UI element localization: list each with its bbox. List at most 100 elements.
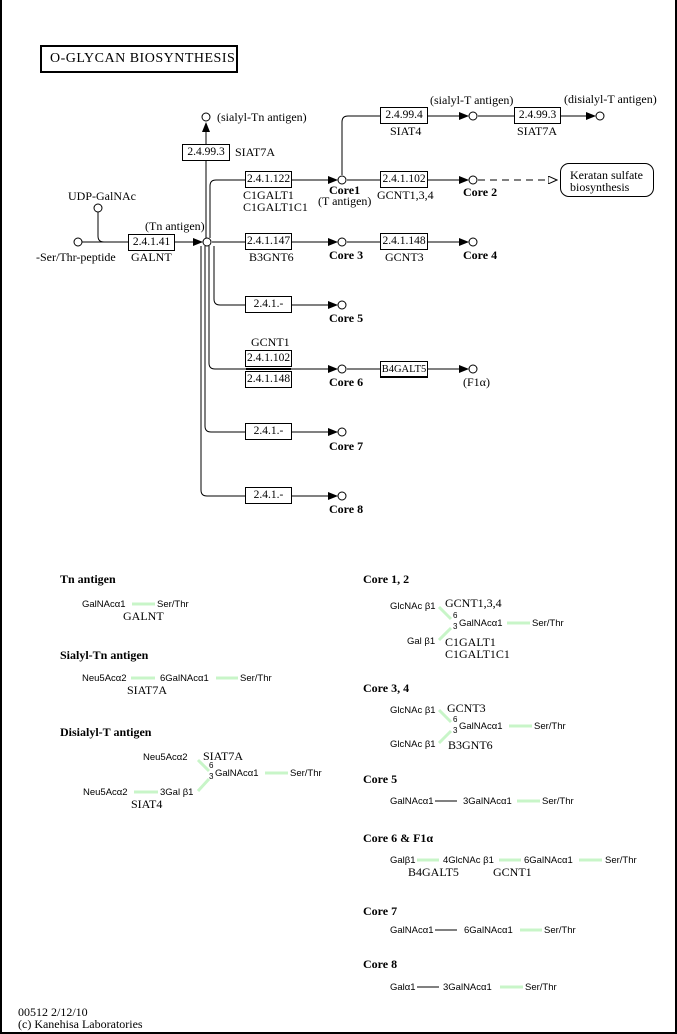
label-disialyl-t: (disialyl-T antigen) [564,92,657,106]
structure-gene-c1galt1c1: C1GALT1C1 [445,647,510,661]
map-title: O-GLYCAN BIOSYNTHESIS [40,45,238,73]
label-peptide: -Ser/Thr-peptide [36,250,116,264]
structure-gene-galnt: GALNT [123,609,164,623]
footer-map-id: 00512 2/12/10 [18,1005,88,1019]
edge-udpgalnac [97,212,105,243]
structure-gene-c1galt1: C1GALT1 [445,635,496,649]
label-core5: Core 5 [329,311,364,325]
enzyme-core6-gcnt3[interactable]: 2.4.1.148 [245,371,292,388]
label-core2: Core 2 [463,185,498,199]
enzyme-siat7a-t[interactable]: 2.4.99.3 [514,107,561,124]
heading-core7: Core 7 [363,904,398,918]
residue: Ser/Thr [544,925,576,936]
enzyme-core8[interactable]: 2.4.1.- [245,487,292,504]
compound-core3[interactable] [337,237,347,247]
compound-core5[interactable] [337,300,347,310]
heading-core12: Core 1, 2 [363,572,410,586]
enzyme-core5[interactable]: 2.4.1.- [245,296,292,313]
edge-core1-siat4 [341,115,381,175]
structure-gene-gcnt3: GCNT3 [447,701,486,715]
compound-core8[interactable] [337,491,347,501]
gene-b3gnt6: B3GNT6 [249,250,294,264]
enzyme-c1galt[interactable]: 2.4.1.122 [245,171,292,188]
heading-core5: Core 5 [363,772,398,786]
enzyme-gcnt134[interactable]: 2.4.1.102 [380,171,428,188]
residue: Galβ1 [390,855,416,866]
label-tn-antigen: (Tn antigen) [145,219,205,233]
residue: Neu5Acα2 [143,752,188,763]
gene-siat7a-tn: SIAT7A [235,145,276,159]
compound-core6[interactable] [337,364,347,374]
residue: 4GlcNAc β1 [443,855,494,866]
residue: GlcNAc β1 [390,601,436,612]
linkage-lines [131,602,602,989]
compound-core7[interactable] [337,427,347,437]
edge-tn-core7 [204,246,246,433]
enzyme-core6-gcnt1[interactable]: 2.4.1.102 [245,350,292,367]
enzyme-b3gnt6[interactable]: 2.4.1.147 [245,233,292,250]
residue: GalNAcα1 [390,925,434,936]
label-f1a: (F1α) [463,375,490,389]
residue: 3GalNAcα1 [463,796,512,807]
label-core6: Core 6 [329,375,364,389]
structure-gene-b4galt5: B4GALT5 [408,865,459,879]
residue: 6GalNAcα1 [160,673,209,684]
residue: GalNAcα1 [390,796,434,807]
residue: Ser/Thr [157,599,189,610]
gene-c1galt1c1: C1GALT1C1 [243,200,308,214]
plain-linkage-lines [417,800,457,988]
map-link-keratan-sulfate[interactable]: Keratan sulfate biosynthesis [560,163,654,197]
compound-sialyl-tn[interactable] [201,112,211,122]
label-udp-galnac: UDP-GalNAc [68,189,136,203]
map-link-line2: biosynthesis [570,180,630,194]
compound-core1[interactable] [337,175,347,185]
residue: Ser/Thr [525,982,557,993]
compound-disialyl-t[interactable] [595,111,605,121]
compound-tn-antigen[interactable] [202,237,212,247]
residue: 3Gal β1 [160,787,194,798]
compound-core4[interactable] [468,237,478,247]
heading-disialyl-t: Disialyl-T antigen [60,725,152,739]
structure-gene-siat7a: SIAT7A [203,749,244,763]
compound-sialyl-t[interactable] [468,111,478,121]
label-sialyl-t: (sialyl-T antigen) [430,93,514,107]
position-6: 6 [453,715,458,724]
residue: Neu5Acα2 [83,787,128,798]
residue: GalNAcα1 [459,618,503,629]
compound-core2[interactable] [468,175,478,185]
label-sialyl-tn: (sialyl-Tn antigen) [217,110,307,124]
compound-peptide[interactable] [73,237,83,247]
enzyme-galnt[interactable]: 2.4.1.41 [128,234,175,251]
enzyme-b4galt5[interactable]: B4GALT5 [380,361,428,378]
label-core3: Core 3 [329,248,364,262]
enzyme-gcnt3[interactable]: 2.4.1.148 [380,233,428,250]
edge-tn-core1 [209,179,246,238]
enzyme-core7[interactable]: 2.4.1.- [245,423,292,440]
residue: Ser/Thr [532,618,564,629]
structure-gene-gcnt134: GCNT1,3,4 [445,596,502,610]
gene-gcnt134: GCNT1,3,4 [377,188,434,202]
compound-f1a[interactable] [468,364,478,374]
residue: Ser/Thr [290,768,322,779]
residue: 6GalNAcα1 [524,855,573,866]
footer-copyright: (c) Kanehisa Laboratories [18,1017,143,1031]
gene-galnt: GALNT [131,250,172,264]
residue: 6GalNAcα1 [464,925,513,936]
map-link-line1: Keratan sulfate [570,168,643,182]
compound-udp-galnac[interactable] [93,203,103,213]
residue: GalNAcα1 [215,768,259,779]
enzyme-siat7a-tn[interactable]: 2.4.99.3 [182,144,230,161]
edge-tn-core5 [213,246,246,306]
heading-tn-antigen: Tn antigen [60,572,116,586]
heading-core6: Core 6 & F1α [363,831,434,845]
label-t-antigen: (T antigen) [318,194,372,208]
label-core8: Core 8 [329,502,364,516]
position-3: 3 [453,726,458,735]
residue: GlcNAc β1 [390,739,436,750]
position-6: 6 [209,761,214,770]
enzyme-siat4[interactable]: 2.4.99.4 [380,107,428,124]
residue: Ser/Thr [240,673,272,684]
label-core4: Core 4 [463,248,498,262]
gene-siat7a-t: SIAT7A [517,124,558,138]
residue: GalNAcα1 [459,721,503,732]
